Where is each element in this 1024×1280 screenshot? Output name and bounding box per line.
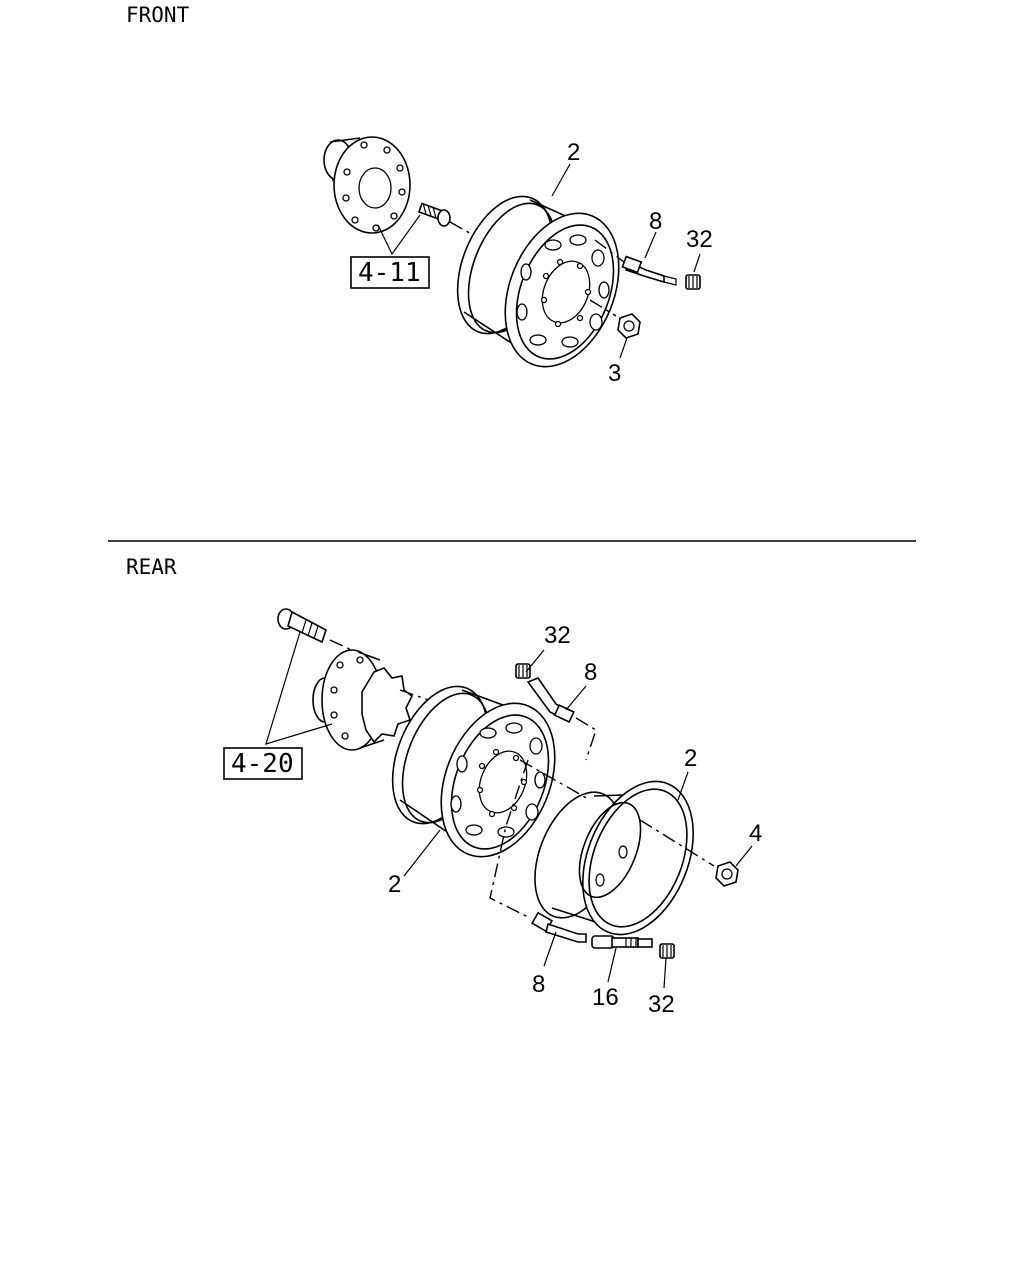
rear-hub [312,649,414,751]
front-heading: FRONT [126,3,190,27]
rear-outer-rim [534,780,695,936]
rear-ref-leader [265,631,333,745]
rear-inner-rim [391,685,556,858]
front-nut-leader [619,337,628,359]
rear-nut-leader [735,845,753,867]
rear-ref-label: 4-20 [231,749,294,779]
rear-heading: REAR [126,555,177,579]
rear-top-cap [515,663,531,679]
rear-bottom-valve [530,911,587,943]
front-bolt-axis [449,221,476,237]
front-ref-label: 4-11 [358,258,421,288]
rear-ref-box [223,747,303,780]
front-ref-box [350,256,430,289]
rear-callout-extension: 16 [592,984,619,1011]
rear-top-cap-leader [525,649,545,673]
front-callout-nut: 3 [608,360,621,387]
front-callout-valve: 8 [649,208,662,235]
front-hub [323,136,411,234]
front-valve-axis [594,239,625,263]
rear-bottom-valve-leader [543,931,557,967]
rear-extension-leader [607,947,617,983]
front-hub-bolt [417,202,451,227]
front-rim [456,195,620,368]
rear-bottom-cap [659,943,675,959]
rear-callout-inner-rim: 2 [388,871,401,898]
front-valve [621,255,677,286]
rear-stud-axis [519,759,715,867]
rear-outer-rim-leader [677,771,689,801]
rear-top-valve-axis [575,717,597,761]
rear-inner-rim-leader [403,829,441,877]
front-rim-leader [551,163,571,197]
rear-top-valve [526,677,575,723]
rear-callout-valve-top: 8 [584,659,597,686]
front-wheel-nut [617,313,641,339]
front-callout-rim: 2 [567,139,580,166]
rear-callout-valve-bottom: 8 [532,971,545,998]
rear-bottom-cap-leader [663,957,667,989]
rear-callout-outer-rim: 2 [684,745,697,772]
rear-wheel-nut [715,861,739,887]
front-callout-cap: 32 [686,226,713,253]
front-cap-leader [693,253,701,273]
front-valve-leader [644,231,657,259]
rear-bottom-valve-axis [489,759,531,919]
rear-hub-bolt [277,608,327,644]
front-valve-cap [685,274,701,290]
rear-callout-cap-top: 32 [544,622,571,649]
rear-callout-nut: 4 [749,820,762,847]
rear-valve-extension [591,935,653,949]
front-nut-axis [589,299,617,317]
rear-callout-cap-bottom: 32 [648,991,675,1018]
rear-top-valve-leader [565,685,587,711]
front-ref-leader [377,214,421,256]
